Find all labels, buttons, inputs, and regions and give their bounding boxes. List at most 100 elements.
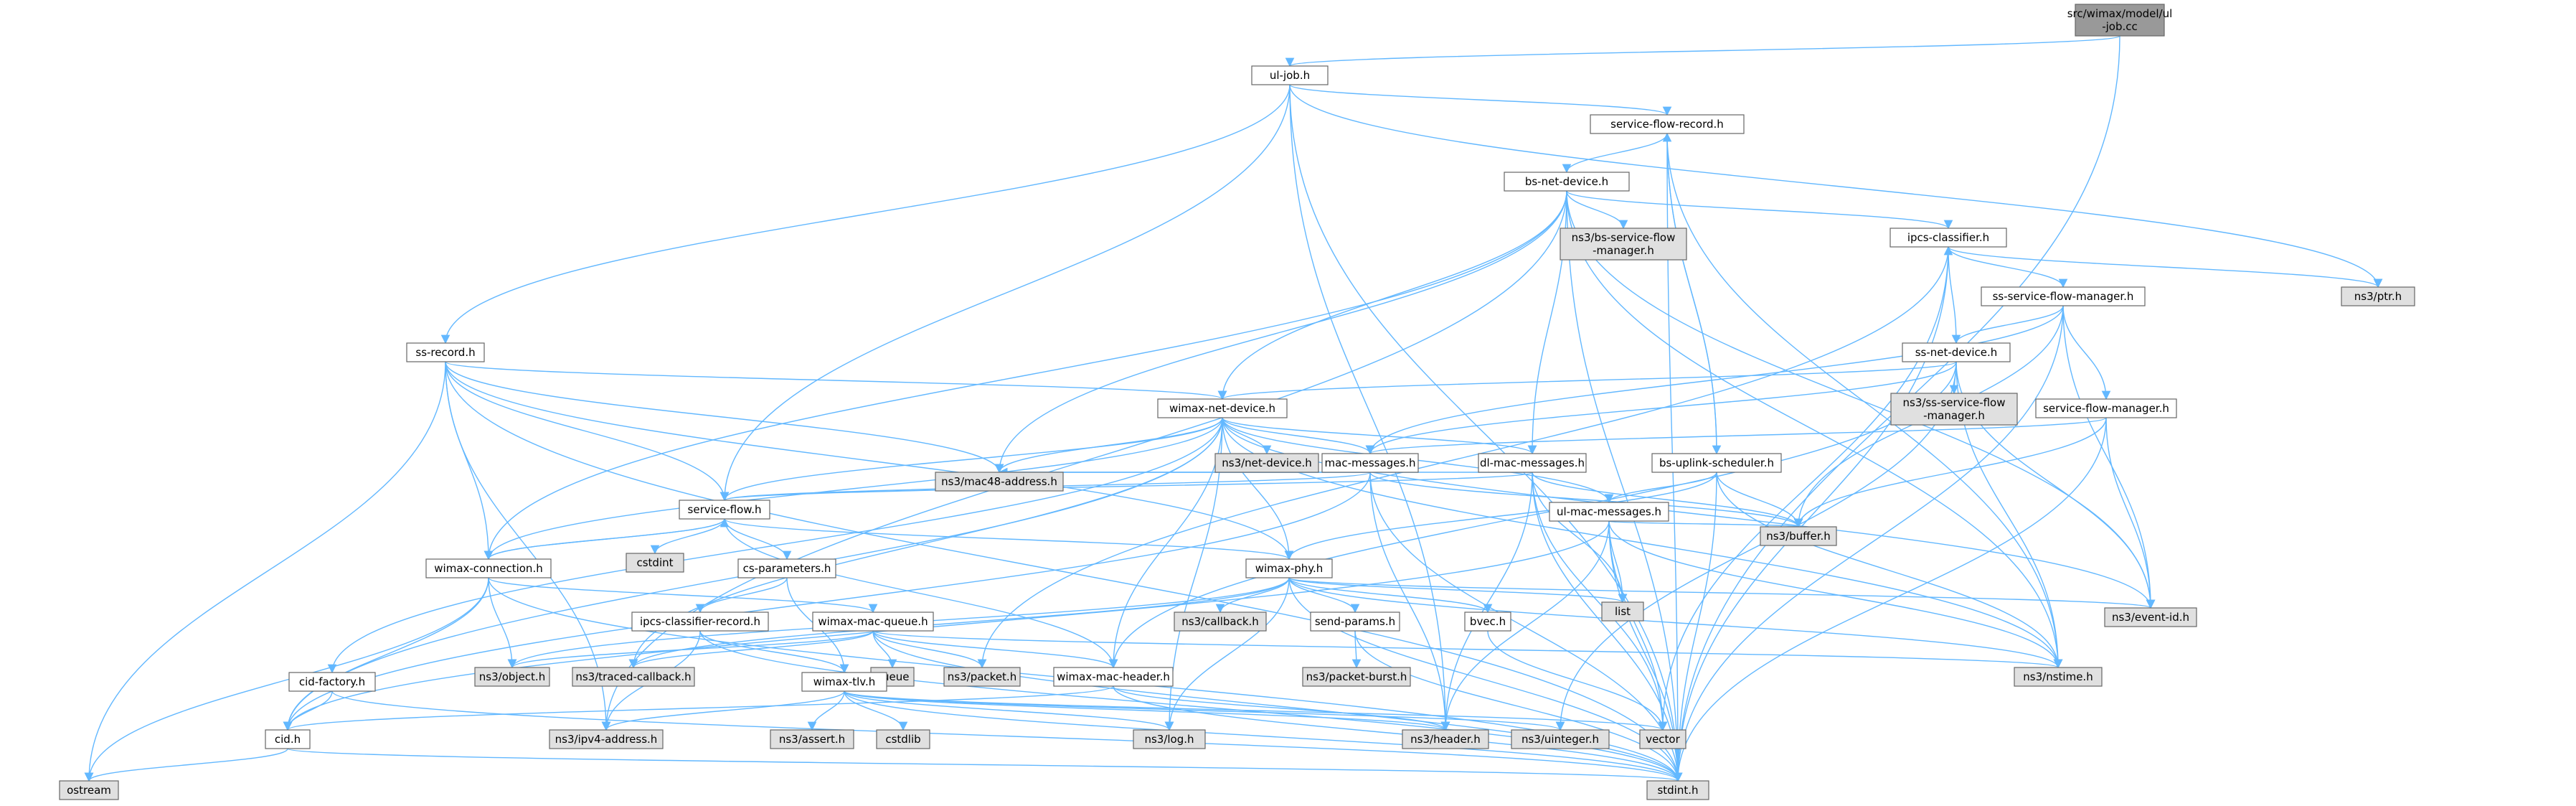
node-box — [1549, 502, 1669, 522]
node-nstime: ns3/nstime.h — [2014, 667, 2103, 687]
node-header: ns3/header.h — [1402, 729, 1489, 749]
node-cs-params[interactable]: cs-parameters.h — [737, 558, 836, 578]
edge-ul_mac-to-header — [1440, 520, 1610, 731]
node-root[interactable]: src/wimax/model/ul-job.cc — [2067, 4, 2173, 37]
node-label: bs-uplink-scheduler.h — [1659, 456, 1774, 469]
edge-wimax_phy-to-traced_cb — [628, 577, 1290, 669]
node-ipcs-rec[interactable]: ipcs-classifier-record.h — [631, 611, 769, 632]
edge-ul_job-to-stdint — [1289, 84, 1683, 782]
edge-wimax_tlv-to-header — [844, 690, 1450, 731]
node-ss-net[interactable]: ss-net-device.h — [1902, 342, 2011, 362]
node-label: ns3/nstime.h — [2023, 670, 2093, 683]
edge-wimax_mac_queue-to-object — [507, 630, 874, 669]
node-wimax-conn[interactable]: wimax-connection.h — [425, 558, 552, 578]
edge-sfm-to-mac_msg — [1366, 417, 2107, 455]
node-mac-msg[interactable]: mac-messages.h — [1321, 453, 1419, 473]
node-sfm[interactable]: service-flow-manager.h — [2035, 398, 2177, 418]
node-wimax-phy[interactable]: wimax-phy.h — [1245, 558, 1333, 578]
edge-ss_record-to-service_flow — [445, 361, 730, 502]
node-ss-sfm[interactable]: ss-service-flow-manager.h — [1981, 286, 2146, 306]
node-ipcs[interactable]: ipcs-classifier.h — [1889, 228, 2007, 248]
node-ul-mac[interactable]: ul-mac-messages.h — [1549, 502, 1669, 522]
edge-mac_msg-to-header — [1369, 472, 1450, 731]
node-box — [1590, 114, 1745, 134]
node-label: ns3/callback.h — [1181, 615, 1259, 628]
node-label: ipcs-classifier.h — [1907, 231, 1989, 244]
node-ns3-ss-sfm: ns3/ss-service-flow-manager.h — [1890, 393, 2018, 426]
node-service-flow[interactable]: service-flow.h — [679, 500, 770, 520]
edge-ss_record-to-mac48 — [445, 361, 1004, 474]
edge-wimax_phy-to-list — [1288, 577, 1627, 604]
node-box — [1639, 729, 1686, 749]
node-label: service-flow-record.h — [1610, 118, 1724, 131]
node-list: list — [1601, 601, 1644, 622]
node-label: wimax-mac-queue.h — [818, 615, 928, 628]
node-label: ns3/ptr.h — [2354, 290, 2402, 303]
edge-ipcs_rec-to-wimax_tlv — [699, 630, 849, 674]
node-box — [1157, 398, 1288, 418]
edge-ipcs-to-ss_sfm — [1948, 246, 2068, 289]
edge-wimax_net-to-dl_mac — [1222, 417, 1537, 455]
node-wimax-net[interactable]: wimax-net-device.h — [1157, 398, 1288, 418]
edge-wimax_tlv-to-cstdlib — [844, 690, 908, 731]
edge-cs_params-to-ipcs_rec — [695, 577, 788, 614]
edge-cid_factory-to-cid — [283, 690, 333, 731]
node-cid-factory[interactable]: cid-factory.h — [288, 672, 376, 692]
edge-service_flow-to-cs_params — [724, 518, 792, 561]
node-box — [631, 611, 769, 632]
node-bvec[interactable]: bvec.h — [1464, 611, 1511, 632]
node-buffer: ns3/buffer.h — [1760, 526, 1837, 546]
node-label: cstdint — [636, 556, 673, 569]
node-bs-net[interactable]: bs-net-device.h — [1504, 172, 1630, 192]
node-ostream: ostream — [59, 780, 119, 800]
node-label: ostream — [67, 784, 111, 797]
node-box — [406, 342, 485, 362]
edge-wimax_net-to-wimax_conn — [483, 417, 1223, 561]
edge-wimax_mac_queue-to-stdint — [872, 630, 1683, 782]
node-wimax-tlv[interactable]: wimax-tlv.h — [801, 672, 887, 692]
node-cstdlib: cstdlib — [876, 729, 930, 749]
node-box — [943, 667, 1021, 687]
node-bs-uplink[interactable]: bs-uplink-scheduler.h — [1651, 453, 1782, 473]
node-wimax-mac-queue[interactable]: wimax-mac-queue.h — [812, 611, 934, 632]
edge-ul_mac-to-nstime — [1608, 520, 2063, 669]
node-box — [1511, 729, 1610, 749]
node-label: service-flow-manager.h — [2043, 402, 2169, 415]
node-label: bs-net-device.h — [1525, 175, 1608, 188]
node-label: wimax-mac-header.h — [1057, 670, 1170, 683]
node-dl-mac[interactable]: dl-mac-messages.h — [1478, 453, 1587, 473]
node-box — [1601, 601, 1644, 622]
edge-ss_sfm-to-mac_msg — [1365, 305, 2064, 455]
edge-ipcs-to-stdint — [1673, 246, 1949, 782]
node-send-params[interactable]: send-params.h — [1310, 611, 1400, 632]
node-box — [2341, 286, 2415, 306]
node-label: ss-net-device.h — [1915, 346, 1998, 359]
node-wimax-mac-header[interactable]: wimax-mac-header.h — [1053, 667, 1174, 687]
edge-ss_net-to-wimax_net — [1218, 361, 1957, 400]
edge-ss_record-to-stdint — [445, 361, 1683, 782]
edge-wimax_phy-to-nstime — [1288, 577, 2063, 669]
node-sfr[interactable]: service-flow-record.h — [1590, 114, 1745, 134]
node-ss-record[interactable]: ss-record.h — [406, 342, 485, 362]
node-box — [1251, 65, 1329, 85]
edge-wimax_net-to-cid_factory — [327, 417, 1223, 674]
edge-ul_mac-to-buffer — [1608, 518, 1803, 528]
node-label: dl-mac-messages.h — [1480, 456, 1585, 469]
edge-wimax_conn-to-cid — [283, 577, 489, 731]
edge-bs_net-to-wimax_conn — [483, 190, 1567, 561]
edge-root-to-ul_job — [1285, 35, 2120, 67]
edge-wimax_conn-to-object — [488, 577, 517, 669]
node-cid[interactable]: cid.h — [265, 729, 311, 749]
edge-bs_uplink-to-ul_mac — [1604, 472, 1717, 504]
node-label: ul-mac-messages.h — [1557, 505, 1661, 518]
node-box — [626, 553, 684, 573]
node-callback: ns3/callback.h — [1174, 611, 1267, 632]
node-box — [1646, 780, 1709, 800]
edge-ss_net-to-ipcs — [1943, 245, 1957, 344]
node-cstdint: cstdint — [626, 553, 684, 573]
node-box — [1321, 453, 1419, 473]
node-ul-job[interactable]: ul-job.h — [1251, 65, 1329, 85]
edge-wimax_net-to-wimax_phy — [1222, 417, 1294, 561]
node-box — [1214, 453, 1319, 473]
node-packet-burst: ns3/packet-burst.h — [1302, 667, 1411, 687]
